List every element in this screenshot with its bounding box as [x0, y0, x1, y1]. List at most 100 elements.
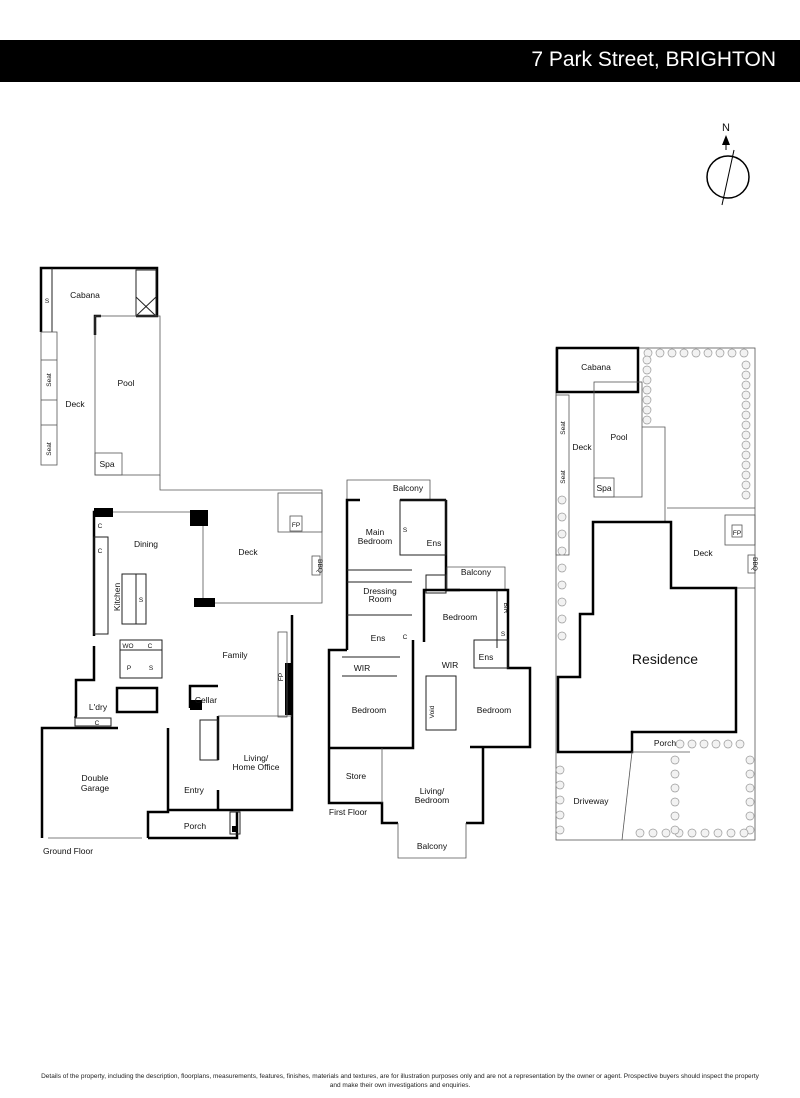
room-label: Living/ — [244, 753, 269, 763]
tree-icon — [741, 450, 751, 460]
tree-icon — [741, 490, 751, 500]
tree-icon — [635, 828, 645, 838]
room-label: Ens — [371, 633, 386, 643]
tree-icon — [670, 797, 680, 807]
tree-icon — [700, 828, 710, 838]
tree-icon — [642, 355, 652, 365]
tree-icon — [741, 400, 751, 410]
tree-icon — [691, 348, 701, 358]
room-label: Seat — [46, 442, 53, 456]
tree-icon — [555, 765, 565, 775]
ground-floor-plan: Cabana S Pool Deck Seat Seat Spa Dining … — [39, 266, 323, 856]
room-label: Living/ — [420, 786, 445, 796]
room-label: Ens — [427, 538, 442, 548]
site-plan: Cabana Pool Deck Seat Seat Spa Deck FP B… — [555, 346, 758, 841]
tree-icon — [745, 811, 755, 821]
room-label: Dining — [134, 539, 158, 549]
tree-icon — [687, 828, 697, 838]
tree-icon — [745, 783, 755, 793]
room-label: FP — [292, 522, 300, 529]
tree-icon — [726, 828, 736, 838]
tree-icon — [745, 755, 755, 765]
first-floor-plan: Balcony Main Bedroom S Ens Dressing Room… — [327, 479, 532, 859]
room-label: S — [139, 597, 144, 604]
tree-icon — [735, 739, 745, 749]
north-compass-icon: N — [706, 122, 750, 206]
tree-icon — [745, 797, 755, 807]
room-label: Deck — [572, 442, 592, 452]
tree-icon — [713, 828, 723, 838]
tree-icon — [741, 460, 751, 470]
header-bar: 7 Park Street, BRIGHTON — [0, 40, 800, 82]
room-label: S — [149, 665, 154, 672]
room-label: L'dry — [89, 702, 108, 712]
tree-icon — [670, 755, 680, 765]
room-label: Spa — [99, 459, 114, 469]
room-label: C — [403, 634, 408, 641]
room-label: Ens — [479, 652, 494, 662]
room-label: Home Office — [232, 762, 279, 772]
room-label: Bedroom — [415, 795, 450, 805]
room-label: S — [403, 527, 408, 534]
tree-icon — [699, 739, 709, 749]
room-label: Balcony — [393, 483, 424, 493]
tree-icon — [741, 390, 751, 400]
tree-icon — [741, 360, 751, 370]
tree-icon — [642, 415, 652, 425]
room-label: C — [95, 720, 100, 727]
tree-icon — [741, 470, 751, 480]
room-label: WO — [122, 643, 133, 650]
tree-icon — [642, 395, 652, 405]
tree-icon — [703, 348, 713, 358]
room-label: Family — [222, 650, 248, 660]
room-label: Pool — [610, 432, 627, 442]
room-label: P — [127, 665, 131, 672]
tree-icon — [667, 348, 677, 358]
tree-icon — [679, 348, 689, 358]
north-label: N — [722, 122, 730, 134]
room-label: Balcony — [461, 567, 492, 577]
room-label: Porch — [184, 821, 206, 831]
tree-icon — [711, 739, 721, 749]
tree-icon — [670, 825, 680, 835]
tree-icon — [670, 769, 680, 779]
tree-icon — [557, 614, 567, 624]
tree-icon — [739, 828, 749, 838]
room-label: Bedroom — [477, 705, 512, 715]
room-label: Seat — [560, 470, 567, 484]
tree-icon — [557, 597, 567, 607]
room-label: Cabana — [70, 290, 100, 300]
tree-icon — [661, 828, 671, 838]
tree-icon — [741, 370, 751, 380]
tree-icon — [741, 410, 751, 420]
room-label: Spa — [596, 483, 611, 493]
room-label: WIR — [354, 663, 371, 673]
tree-icon — [557, 529, 567, 539]
tree-icon — [642, 385, 652, 395]
tree-symbols — [555, 348, 755, 838]
tree-icon — [557, 512, 567, 522]
tree-icon — [557, 631, 567, 641]
room-label: Deck — [238, 547, 258, 557]
room-label: Dressing — [363, 586, 397, 596]
floor-title: First Floor — [329, 807, 367, 817]
tree-icon — [741, 440, 751, 450]
tree-icon — [670, 783, 680, 793]
room-label: Cellar — [195, 695, 217, 705]
tree-icon — [555, 795, 565, 805]
room-label: Balcony — [417, 841, 448, 851]
room-label: Kitchen — [112, 583, 122, 612]
tree-icon — [642, 405, 652, 415]
room-label: Void — [429, 705, 436, 718]
tree-icon — [555, 780, 565, 790]
room-label: Cabana — [581, 362, 611, 372]
room-label: Bedroom — [352, 705, 387, 715]
tree-icon — [715, 348, 725, 358]
room-label: Porch — [654, 738, 676, 748]
tree-icon — [741, 380, 751, 390]
room-label: Seat — [560, 421, 567, 435]
tree-icon — [670, 811, 680, 821]
room-label: Deck — [693, 548, 713, 558]
disclaimer-text: Details of the property, including the d… — [41, 1073, 759, 1089]
